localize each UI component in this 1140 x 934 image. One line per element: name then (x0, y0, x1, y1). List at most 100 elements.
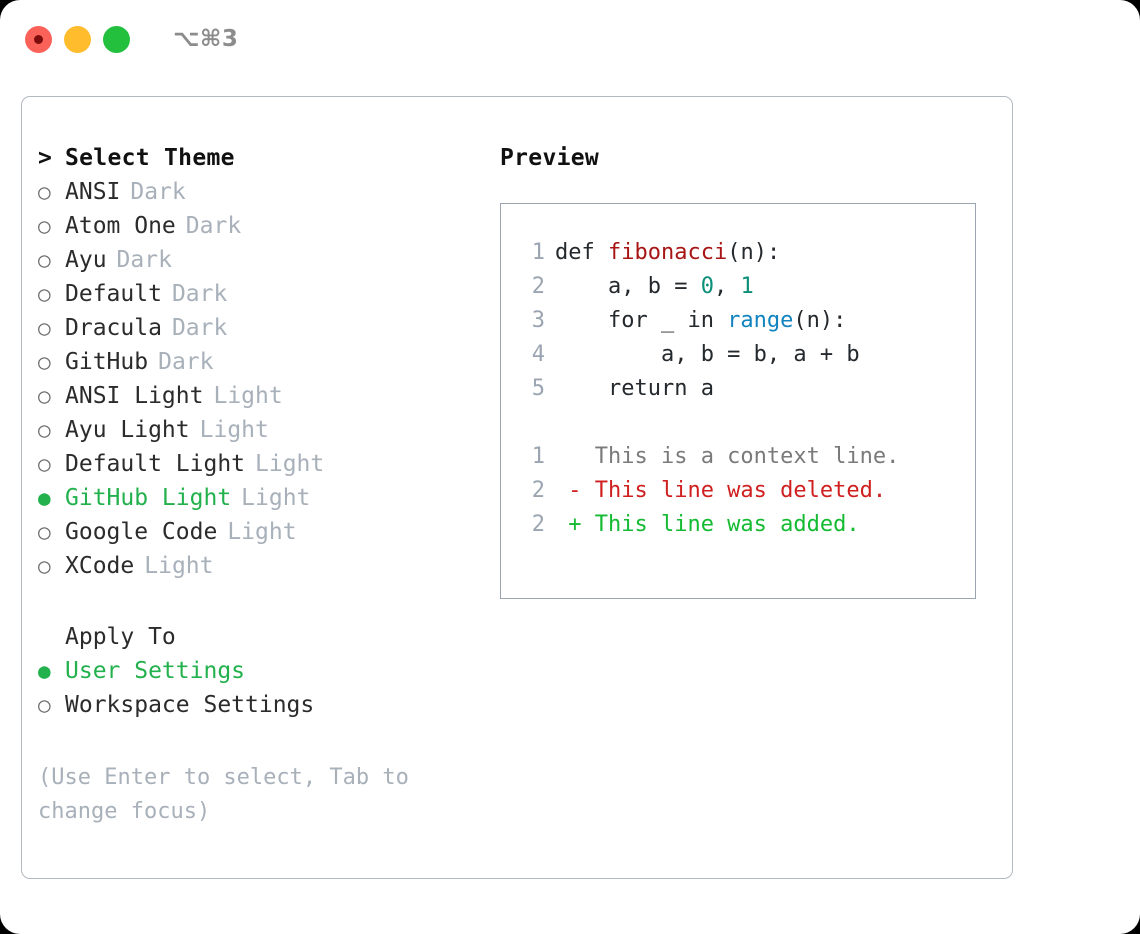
preview-panel-container: Preview 1 def fibonacci(n): 2 a, b = 0, … (500, 145, 990, 599)
code-token: a, b = (555, 274, 701, 299)
theme-name: GitHub (65, 349, 149, 375)
minimize-button[interactable] (64, 25, 91, 53)
theme-name: GitHub Light (65, 485, 232, 511)
code-line: 3 for _ in range(n): (519, 308, 975, 342)
theme-list-item[interactable]: ○ Default Light Light (38, 451, 488, 485)
theme-selector-panel: > Select Theme ○ ANSI Dark ○ Atom One Da… (38, 145, 488, 726)
theme-name: Google Code (65, 519, 218, 545)
theme-variant-tag: Light (213, 383, 283, 409)
line-number: 2 (531, 512, 545, 537)
code-token: for _ in (555, 308, 728, 333)
theme-name: Atom One (65, 213, 176, 239)
code-line: 5 return a (519, 376, 975, 410)
theme-variant-tag: Dark (116, 247, 172, 273)
theme-variant-tag: Light (199, 417, 269, 443)
theme-name: ANSI Light (65, 383, 204, 409)
radio-icon: ○ (38, 316, 51, 340)
radio-icon: ○ (38, 693, 51, 717)
theme-variant-tag: Dark (185, 213, 242, 239)
code-token: range (727, 308, 794, 333)
code-token: a, b = b, a + b (555, 342, 860, 367)
diff-line-added: 2 + This line was added. (519, 512, 975, 546)
theme-name: Dracula (65, 315, 162, 341)
select-theme-header: > Select Theme (38, 145, 488, 179)
theme-name: Default (65, 281, 162, 307)
radio-icon: ○ (38, 520, 51, 544)
diff-line-deleted: 2 - This line was deleted. (519, 478, 975, 512)
apply-to-option-user-settings[interactable]: ● User Settings (38, 658, 488, 692)
theme-variant-tag: Dark (158, 349, 214, 375)
preview-label: Preview (500, 145, 600, 171)
code-token: 0 (700, 274, 714, 299)
code-token: , (713, 274, 741, 299)
theme-list-item[interactable]: ○ Google Code Light (38, 519, 488, 553)
code-line: 1 def fibonacci(n): (519, 240, 975, 274)
radio-icon-selected: ● (38, 486, 51, 510)
theme-list-item[interactable]: ○ Default Dark (38, 281, 488, 315)
apply-to-header: Apply To (38, 624, 488, 658)
code-token: (n): (793, 308, 847, 333)
code-token: fibonacci (607, 240, 728, 265)
theme-list-item[interactable]: ○ Atom One Dark (38, 213, 488, 247)
radio-icon: ○ (38, 282, 51, 306)
theme-variant-tag: Dark (171, 315, 228, 341)
apply-to-option-label: Workspace Settings (65, 692, 315, 718)
zoom-button[interactable] (103, 25, 130, 53)
code-token: return a (555, 376, 714, 401)
theme-name: Default Light (65, 451, 246, 477)
line-number: 5 (531, 376, 545, 401)
theme-name: Ayu Light (65, 417, 190, 443)
apply-to-option-workspace-settings[interactable]: ○ Workspace Settings (38, 692, 488, 726)
traffic-lights (25, 25, 130, 53)
diff-text: - This line was deleted. (555, 478, 887, 503)
close-icon (34, 34, 43, 44)
code-line: 4 a, b = b, a + b (519, 342, 975, 376)
theme-list-item[interactable]: ○ XCode Light (38, 553, 488, 587)
title-bar: ⌥⌘3 (0, 0, 1140, 78)
blank-separator (519, 410, 975, 444)
theme-list-item[interactable]: ○ Ayu Light Light (38, 417, 488, 451)
theme-list-item[interactable]: ○ Ayu Dark (38, 247, 488, 281)
theme-list-item[interactable]: ○ Dracula Dark (38, 315, 488, 349)
theme-picker-dialog: > Select Theme ○ ANSI Dark ○ Atom One Da… (21, 96, 1013, 879)
theme-variant-tag: Light (227, 519, 297, 545)
keyboard-help-text: (Use Enter to select, Tab to change focu… (38, 765, 423, 824)
theme-variant-tag: Light (241, 485, 311, 511)
theme-variant-tag: Dark (171, 281, 228, 307)
line-number: 2 (531, 274, 545, 299)
line-number: 2 (531, 478, 545, 503)
theme-list-item[interactable]: ○ ANSI Dark (38, 179, 488, 213)
radio-icon: ○ (38, 418, 51, 442)
line-number: 1 (531, 444, 545, 469)
cursor-icon: > (38, 145, 52, 171)
radio-icon: ○ (38, 180, 51, 204)
diff-line-context: 1 This is a context line. (519, 444, 975, 478)
theme-variant-tag: Dark (130, 179, 186, 205)
radio-icon: ○ (38, 248, 51, 272)
code-token: 1 (740, 274, 754, 299)
line-number: 1 (531, 240, 545, 265)
code-line: 2 a, b = 0, 1 (519, 274, 975, 308)
radio-icon: ○ (38, 350, 51, 374)
shortcut-label: ⌥⌘3 (173, 26, 239, 52)
theme-variant-tag: Light (144, 553, 214, 579)
theme-variant-tag: Light (255, 451, 325, 477)
close-button[interactable] (25, 25, 52, 53)
theme-list-item[interactable]: ○ GitHub Dark (38, 349, 488, 383)
select-theme-label: Select Theme (65, 145, 235, 171)
theme-name: ANSI (65, 179, 121, 205)
theme-name: XCode (65, 553, 135, 579)
theme-list-item-selected[interactable]: ● GitHub Light Light (38, 485, 488, 519)
line-number: 4 (531, 342, 545, 367)
radio-icon: ○ (38, 452, 51, 476)
apply-to-label: Apply To (65, 624, 176, 650)
theme-list-item[interactable]: ○ ANSI Light Light (38, 383, 488, 417)
theme-name: Ayu (65, 247, 107, 273)
radio-icon: ○ (38, 554, 51, 578)
radio-icon: ○ (38, 384, 51, 408)
line-number: 3 (531, 308, 545, 333)
radio-icon-selected: ● (38, 659, 51, 683)
apply-to-option-label: User Settings (65, 658, 246, 684)
radio-icon: ○ (38, 214, 51, 238)
